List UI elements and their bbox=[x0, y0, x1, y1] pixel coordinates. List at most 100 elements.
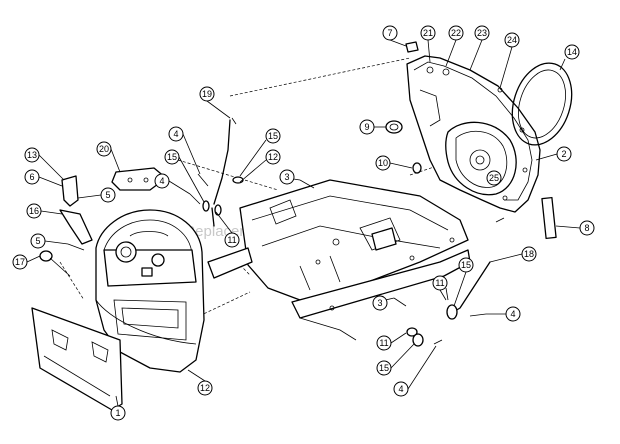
callout-8: 8 bbox=[579, 220, 595, 236]
callout-label: 11 bbox=[227, 235, 236, 245]
callout-circle bbox=[30, 233, 46, 249]
callout-6: 6 bbox=[24, 169, 40, 185]
callout-circle bbox=[279, 169, 295, 185]
callout-circle bbox=[564, 44, 580, 60]
callout-circle bbox=[486, 170, 502, 186]
callout-11: 11 bbox=[432, 275, 448, 291]
callout-label: 24 bbox=[507, 35, 517, 45]
callout-label: 3 bbox=[377, 298, 382, 308]
callout-label: 22 bbox=[451, 28, 461, 38]
callout-label: 2 bbox=[561, 149, 566, 159]
callout-circle bbox=[265, 149, 281, 165]
callout-label: 5 bbox=[105, 190, 110, 200]
callout-label: 9 bbox=[364, 122, 369, 132]
callout-circle bbox=[505, 306, 521, 322]
callout-15: 15 bbox=[164, 149, 180, 165]
callout-label: 11 bbox=[435, 278, 444, 288]
callout-label: 5 bbox=[35, 236, 40, 246]
callout-label: 4 bbox=[398, 384, 403, 394]
callout-11: 11 bbox=[376, 335, 392, 351]
callout-15: 15 bbox=[458, 257, 474, 273]
callout-label: 3 bbox=[284, 172, 289, 182]
callout-circle bbox=[24, 147, 40, 163]
callout-13: 13 bbox=[24, 147, 40, 163]
callout-19: 19 bbox=[199, 86, 215, 102]
callout-label: 20 bbox=[99, 144, 109, 154]
callout-circle bbox=[372, 295, 388, 311]
callout-label: 23 bbox=[477, 28, 487, 38]
callout-label: 25 bbox=[489, 173, 499, 183]
callout-12: 12 bbox=[265, 149, 281, 165]
hardware bbox=[39, 162, 505, 347]
callout-circle bbox=[110, 405, 126, 421]
callout-20: 20 bbox=[96, 141, 112, 157]
callout-3: 3 bbox=[279, 169, 295, 185]
callout-label: 13 bbox=[27, 150, 37, 160]
callout-label: 4 bbox=[173, 129, 178, 139]
callout-circle bbox=[199, 86, 215, 102]
callout-circle bbox=[420, 25, 436, 41]
callout-22: 22 bbox=[448, 25, 464, 41]
callout-14: 14 bbox=[564, 44, 580, 60]
callout-circle bbox=[448, 25, 464, 41]
callout-4: 4 bbox=[154, 173, 170, 189]
callout-4: 4 bbox=[168, 126, 184, 142]
callout-label: 4 bbox=[159, 176, 164, 186]
callout-4: 4 bbox=[393, 381, 409, 397]
callout-15: 15 bbox=[265, 128, 281, 144]
callout-circle bbox=[579, 220, 595, 236]
callout-23: 23 bbox=[474, 25, 490, 41]
callout-label: 12 bbox=[200, 383, 210, 393]
bracket-8 bbox=[541, 196, 557, 240]
callout-circle bbox=[393, 381, 409, 397]
callout-circle bbox=[197, 380, 213, 396]
callout-25: 25 bbox=[486, 170, 502, 186]
callout-label: 1 bbox=[115, 408, 120, 418]
callout-circle bbox=[376, 360, 392, 376]
callout-16: 16 bbox=[26, 203, 42, 219]
callout-21: 21 bbox=[420, 25, 436, 41]
callout-circle bbox=[375, 155, 391, 171]
callout-circle bbox=[376, 335, 392, 351]
callout-label: 12 bbox=[268, 152, 278, 162]
callout-circle bbox=[224, 232, 240, 248]
callout-label: 8 bbox=[584, 223, 589, 233]
callout-label: 11 bbox=[379, 338, 388, 348]
callout-circle bbox=[521, 246, 537, 262]
callout-circle bbox=[164, 149, 180, 165]
callout-label: 15 bbox=[379, 363, 389, 373]
callout-circle bbox=[12, 254, 28, 270]
callout-label: 16 bbox=[29, 206, 39, 216]
callout-11: 11 bbox=[224, 232, 240, 248]
callout-9: 9 bbox=[359, 119, 375, 135]
callout-circle bbox=[359, 119, 375, 135]
callout-circle bbox=[24, 169, 40, 185]
callout-circle bbox=[100, 187, 116, 203]
callout-15: 15 bbox=[376, 360, 392, 376]
callout-circle bbox=[26, 203, 42, 219]
rear-fender-panel bbox=[406, 55, 541, 213]
callout-18: 18 bbox=[521, 246, 537, 262]
callout-label: 19 bbox=[202, 89, 212, 99]
clip-7 bbox=[405, 41, 419, 53]
callout-circle bbox=[168, 126, 184, 142]
callout-10: 10 bbox=[375, 155, 391, 171]
callout-circle bbox=[556, 146, 572, 162]
callout-circle bbox=[432, 275, 448, 291]
callout-circle bbox=[382, 25, 398, 41]
callout-label: 4 bbox=[510, 309, 515, 319]
callout-24: 24 bbox=[504, 32, 520, 48]
callout-label: 18 bbox=[524, 249, 534, 259]
callout-17: 17 bbox=[12, 254, 28, 270]
callout-label: 15 bbox=[461, 260, 471, 270]
callout-circle bbox=[154, 173, 170, 189]
grommet-9 bbox=[385, 120, 403, 134]
callout-4: 4 bbox=[505, 306, 521, 322]
callout-circle bbox=[96, 141, 112, 157]
callout-label: 7 bbox=[387, 28, 392, 38]
callout-5: 5 bbox=[100, 187, 116, 203]
callout-circle bbox=[458, 257, 474, 273]
callout-3: 3 bbox=[372, 295, 388, 311]
callout-5: 5 bbox=[30, 233, 46, 249]
